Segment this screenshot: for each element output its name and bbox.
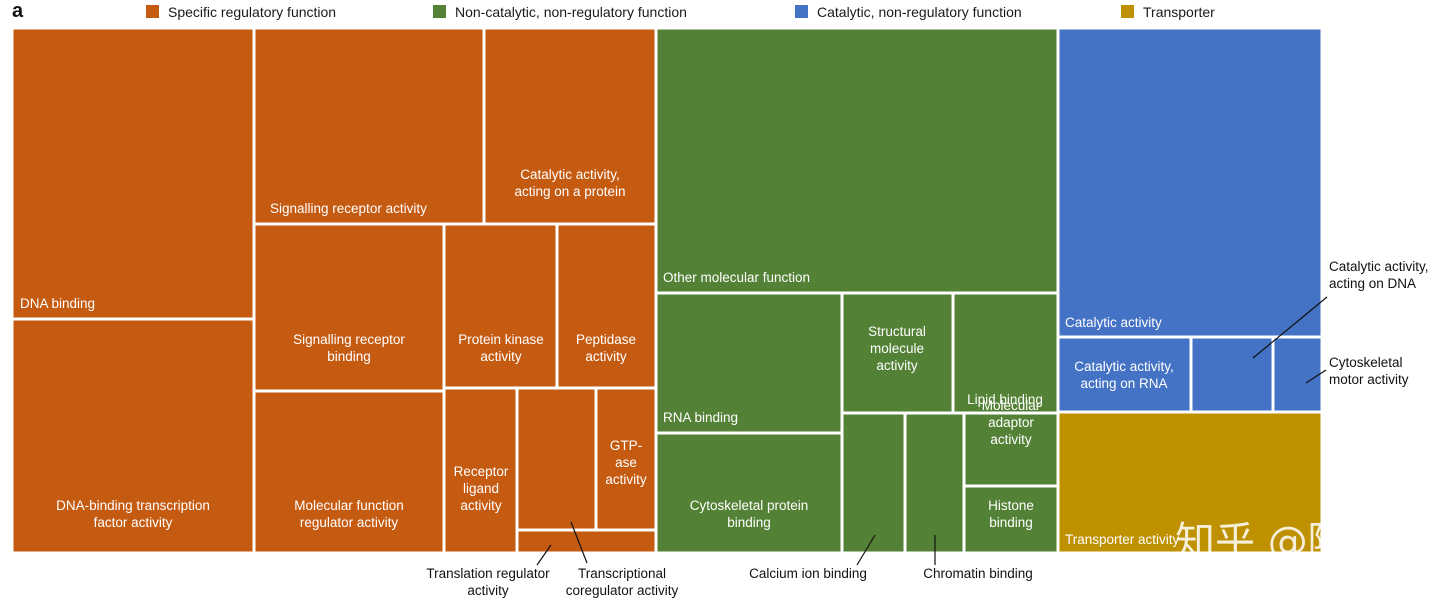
callout-line-transcriptional-coregulator xyxy=(570,521,588,564)
cell-rect-catalytic-on-dna xyxy=(1189,335,1275,414)
legend-swatch-noncatalytic xyxy=(433,5,446,18)
cell-rect-molecular-function-regulator xyxy=(252,389,446,555)
cell-rect-catalytic-on-rna xyxy=(1056,335,1193,414)
cell-dna-binding: DNA binding xyxy=(10,26,256,321)
cell-rect-gtpase xyxy=(594,386,658,532)
callout-line-translation-regulator xyxy=(536,544,552,566)
cell-label-transporter-activity: Transporter activity xyxy=(1065,532,1180,547)
legend-label-catalytic: Catalytic, non-regulatory function xyxy=(817,4,1022,20)
cell-label-rna-binding: RNA binding xyxy=(663,410,738,425)
cell-rect-receptor-ligand xyxy=(442,386,519,555)
cell-catalytic-on-protein: Catalytic activity,acting on a protein xyxy=(482,26,658,226)
cell-label-dna-binding: DNA binding xyxy=(20,296,95,311)
cell-transcriptional-coregulator xyxy=(515,386,598,532)
cell-rect-cytoskeletal-protein-binding xyxy=(654,431,844,555)
cell-catalytic-activity: Catalytic activity xyxy=(1056,26,1324,339)
legend-swatch-regulatory xyxy=(146,5,159,18)
cell-translation-regulator xyxy=(515,528,658,555)
cell-chromatin-binding xyxy=(903,411,966,555)
legend: Specific regulatory function Non-catalyti… xyxy=(146,4,1215,20)
legend-label-noncatalytic: Non-catalytic, non-regulatory function xyxy=(455,4,687,20)
cell-catalytic-on-rna: Catalytic activity,acting on RNA xyxy=(1056,335,1193,414)
callout-label-calcium-ion-binding: Calcium ion binding xyxy=(749,566,867,581)
panel-label: a xyxy=(12,0,24,22)
callout-calcium-ion-binding: Calcium ion binding xyxy=(749,534,876,581)
cell-rect-rna-binding xyxy=(654,291,844,435)
cell-label-catalytic-on-protein: Catalytic activity,acting on a protein xyxy=(514,167,625,199)
cell-other-molecular-function: Other molecular function xyxy=(654,26,1060,295)
cell-transporter-activity: Transporter activity xyxy=(1056,410,1324,555)
cell-rect-cytoskeletal-motor xyxy=(1271,335,1324,414)
cell-label-catalytic-activity: Catalytic activity xyxy=(1065,315,1162,330)
cell-rect-dna-binding xyxy=(10,26,256,321)
callout-chromatin-binding: Chromatin binding xyxy=(923,535,1033,581)
legend-label-regulatory: Specific regulatory function xyxy=(168,4,336,20)
legend-swatch-catalytic xyxy=(795,5,808,18)
callout-line-cytoskeletal-motor xyxy=(1305,369,1327,384)
cell-label-catalytic-on-rna: Catalytic activity,acting on RNA xyxy=(1074,359,1174,391)
cell-rna-binding: RNA binding xyxy=(654,291,844,435)
callout-label-catalytic-on-dna: Catalytic activity,acting on DNA xyxy=(1329,259,1429,291)
callout-label-chromatin-binding: Chromatin binding xyxy=(923,566,1033,581)
cell-rect-molecular-adaptor xyxy=(962,411,1060,488)
callout-catalytic-on-dna: Catalytic activity,acting on DNA xyxy=(1252,259,1429,359)
cell-rect-other-molecular-function xyxy=(654,26,1060,295)
cell-catalytic-on-dna xyxy=(1189,335,1275,414)
callout-line-calcium-ion-binding xyxy=(856,534,876,566)
cell-rect-chromatin-binding xyxy=(903,411,966,555)
cell-rect-histone-binding xyxy=(962,484,1060,555)
cell-rect-transporter-activity xyxy=(1056,410,1324,555)
cell-cytoskeletal-motor xyxy=(1271,335,1324,414)
cell-label-lipid-binding: Lipid binding xyxy=(967,392,1043,407)
cell-label-other-molecular-function: Other molecular function xyxy=(663,270,810,285)
cell-rect-translation-regulator xyxy=(515,528,658,555)
cell-lipid-binding: Lipid binding xyxy=(951,291,1060,415)
cell-rect-signalling-receptor-activity xyxy=(252,26,486,226)
cell-calcium-ion-binding xyxy=(840,411,907,555)
watermark-text: 知乎 @陶术 xyxy=(1175,519,1388,565)
cell-rect-catalytic-activity xyxy=(1056,26,1324,339)
cell-rect-transcriptional-coregulator xyxy=(515,386,598,532)
legend-swatch-transporter xyxy=(1121,5,1134,18)
cell-rect-signalling-receptor-binding xyxy=(252,222,446,393)
legend-label-transporter: Transporter xyxy=(1143,4,1215,20)
cell-rect-dna-binding-tf xyxy=(10,317,256,555)
cell-rect-calcium-ion-binding xyxy=(840,411,907,555)
cell-label-signalling-receptor-activity: Signalling receptor activity xyxy=(270,201,427,216)
callout-line-catalytic-on-dna xyxy=(1252,296,1328,359)
cell-signalling-receptor-activity: Signalling receptor activity xyxy=(252,26,486,226)
